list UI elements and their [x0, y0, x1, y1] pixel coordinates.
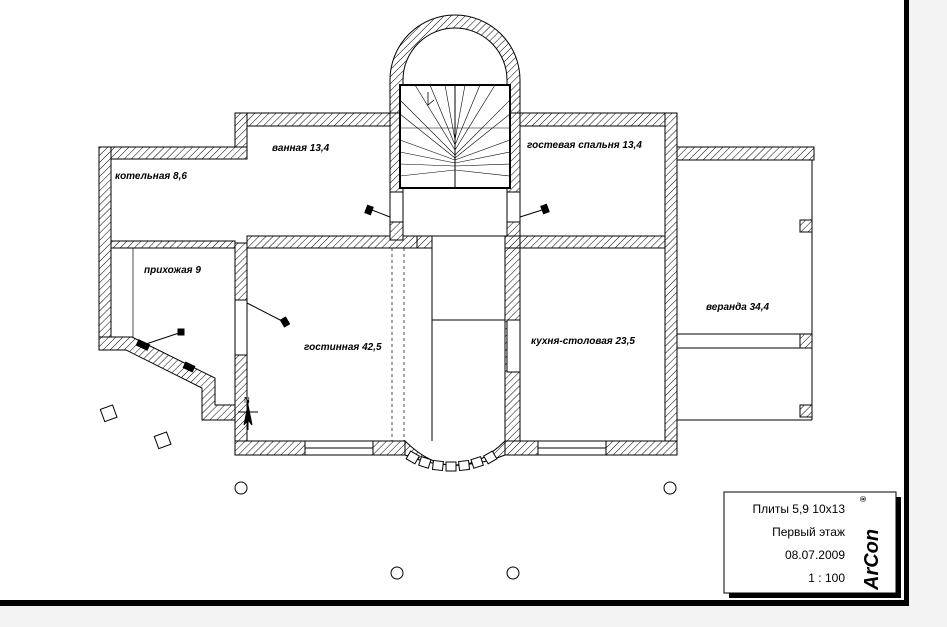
arcon-logo: ArCon ®: [859, 496, 883, 591]
wall: [519, 112, 678, 127]
page-shadow-right: [905, 0, 909, 605]
room-label-hallway: прихожая 9: [144, 265, 201, 276]
corridor: [110, 187, 508, 441]
wall: [234, 112, 393, 127]
wall: [98, 336, 236, 421]
bay-window-panes: [405, 450, 498, 472]
room-label-veranda: веранда 34,4: [706, 302, 769, 313]
title-block: Плиты 5,9 10x13 Первый этаж 08.07.2009 1…: [723, 491, 901, 598]
room-label-living-room: гостинная 42,5: [304, 342, 382, 353]
doors: [135, 191, 550, 373]
wall: [98, 146, 112, 338]
room-label-boiler-room: котельная 8,6: [115, 171, 187, 182]
north-arrow: [238, 400, 258, 430]
wall: [234, 354, 248, 456]
title-block-project: Плиты 5,9 10x13: [753, 502, 846, 516]
staircase: [399, 84, 511, 189]
title-block-date: 08.07.2009: [785, 548, 845, 562]
wall: [416, 235, 433, 249]
exterior-elements: [99, 404, 677, 580]
wall: [98, 146, 248, 160]
north-arrow-label: N: [244, 396, 250, 405]
wall: [110, 240, 236, 249]
wall: [234, 242, 248, 301]
title-block-floor: Первый этаж: [772, 525, 845, 539]
right-scroll-strip[interactable]: [907, 0, 947, 627]
page-shadow-bottom: [0, 600, 909, 606]
wall: [676, 146, 815, 161]
room-label-bathroom: ванная 13,4: [272, 143, 330, 154]
veranda-outline: [677, 160, 813, 421]
windows: [304, 440, 607, 456]
bottom-scroll-strip[interactable]: [0, 606, 947, 627]
room-label-guest-bedroom: гостевая спальня 13,4: [527, 140, 642, 151]
wall: [664, 112, 678, 456]
wall: [504, 235, 521, 249]
wall: [519, 235, 666, 249]
arcon-logo-text: ArCon: [861, 529, 883, 591]
arcon-logo-mark: ®: [859, 496, 868, 502]
room-label-kitchen-dining: кухня-столовая 23,5: [531, 336, 635, 347]
title-block-scale: 1 : 100: [808, 571, 845, 585]
